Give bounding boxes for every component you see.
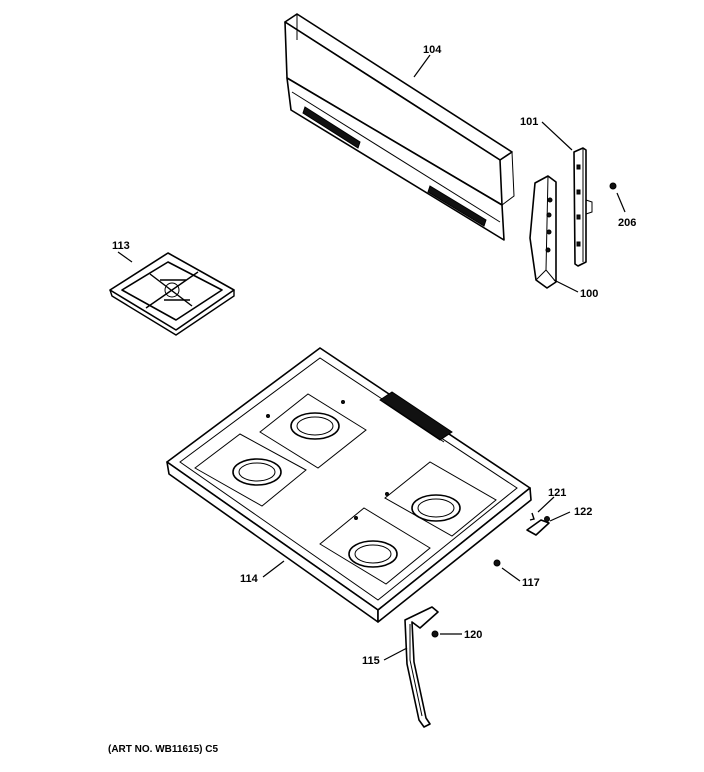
callout-122: 122 bbox=[574, 506, 592, 518]
callout-206: 206 bbox=[618, 217, 636, 229]
part-117-bumper bbox=[493, 559, 501, 567]
part-122-ignitor bbox=[526, 516, 550, 536]
part-206-screw bbox=[609, 182, 617, 190]
part-113-burner-grate bbox=[109, 252, 235, 336]
part-120-screw bbox=[431, 630, 439, 638]
part-101-end-bracket bbox=[573, 147, 593, 267]
callout-115: 115 bbox=[362, 655, 380, 667]
callout-120: 120 bbox=[464, 629, 482, 641]
part-100-side-trim bbox=[529, 175, 557, 289]
art-number: (ART NO. WB11615) C5 bbox=[108, 744, 218, 755]
callout-117: 117 bbox=[522, 577, 540, 589]
part-115-tube bbox=[404, 606, 439, 728]
part-114-cooktop bbox=[166, 347, 532, 623]
callout-104: 104 bbox=[423, 44, 442, 56]
callout-121: 121 bbox=[548, 487, 566, 499]
part-121-clip bbox=[529, 512, 535, 521]
callout-100: 100 bbox=[580, 288, 598, 300]
part-104-backguard bbox=[284, 13, 515, 241]
leader-lines bbox=[117, 54, 626, 661]
callout-114: 114 bbox=[240, 573, 259, 585]
callout-113: 113 bbox=[112, 240, 130, 252]
callout-101: 101 bbox=[520, 116, 538, 128]
